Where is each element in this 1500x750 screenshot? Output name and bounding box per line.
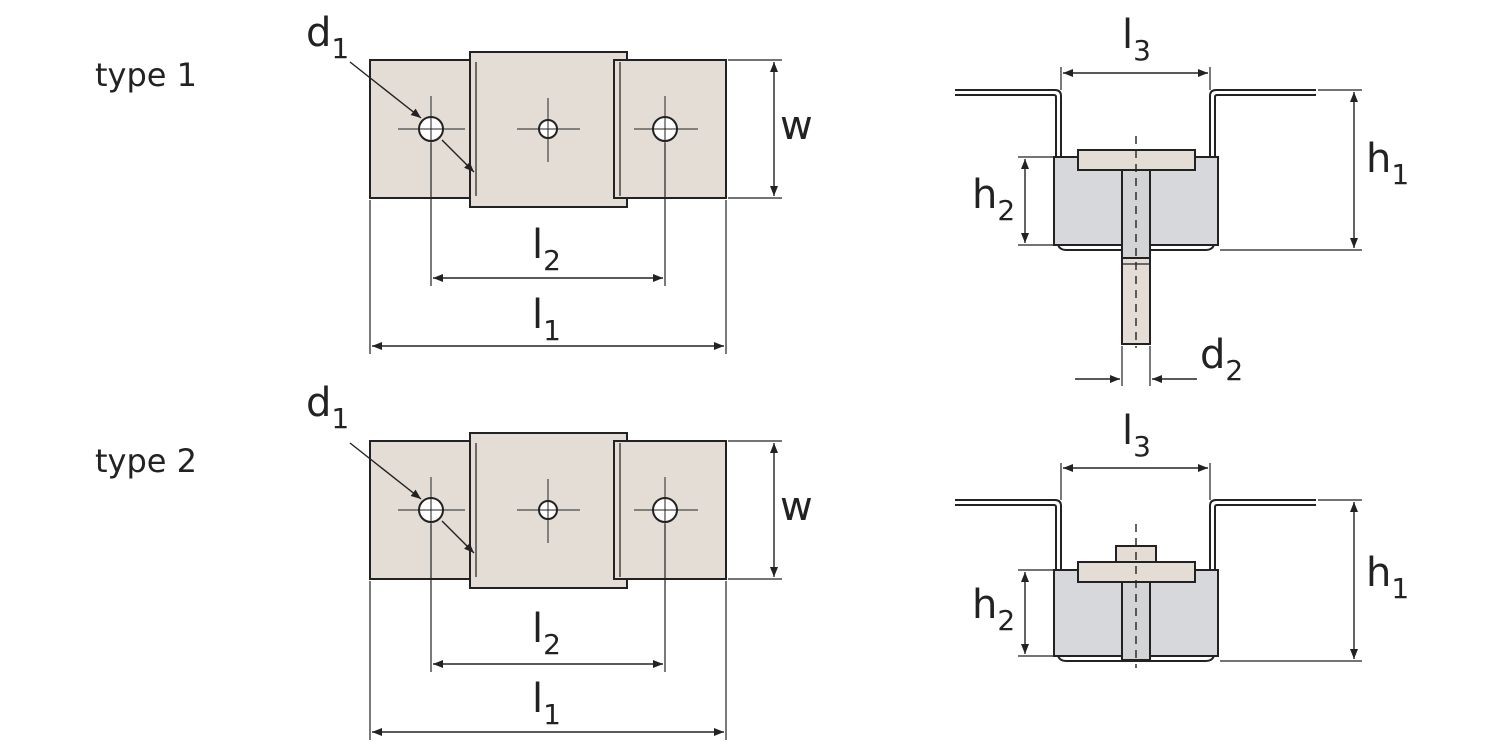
type-2-top-view: d1 w l2 l1 [306, 380, 813, 740]
bolt-shank [1121, 581, 1151, 661]
type-2-label: type 2 [95, 442, 197, 480]
dim-label-l2: l2 [532, 606, 561, 661]
type-1-group: type 1 d1 w l2 [95, 10, 1409, 387]
type-2-group: type 2 d1 w l2 l1 [95, 380, 1409, 740]
dim-label-h2: h2 [972, 172, 1015, 227]
dim-label-d1: d1 [306, 380, 349, 435]
type-1-top-view: d1 w l2 l1 [306, 10, 813, 354]
dim-label-d1: d1 [306, 10, 349, 65]
type-2-side-view: l3 h1 h2 [955, 408, 1409, 668]
dim-label-h1: h1 [1366, 550, 1409, 605]
dim-label-l2: l2 [532, 222, 561, 277]
dim-label-h1: h1 [1366, 136, 1409, 191]
dim-label-h2: h2 [972, 582, 1015, 637]
dim-label-d2: d2 [1200, 332, 1243, 387]
bolt-stud [1121, 257, 1151, 345]
dim-label-l3: l3 [1122, 408, 1151, 463]
type-1-label: type 1 [95, 56, 197, 94]
dim-label-w: w [780, 103, 813, 149]
dim-label-l3: l3 [1122, 12, 1151, 67]
dim-label-l1: l1 [532, 676, 561, 731]
type-1-side-view: l3 h1 h2 d2 [955, 12, 1409, 387]
dim-label-w: w [780, 484, 813, 530]
dim-label-l1: l1 [532, 292, 561, 347]
